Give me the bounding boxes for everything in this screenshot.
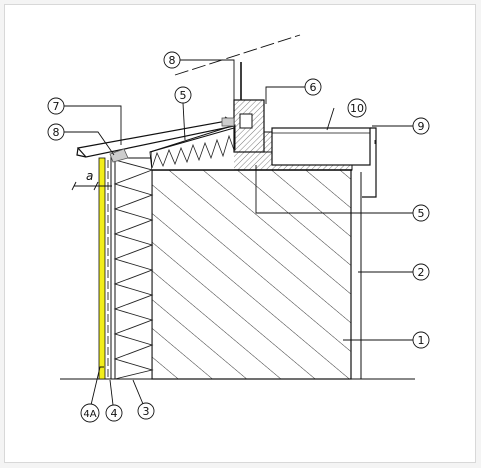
inner-window-sill: [271, 127, 371, 166]
callout-4: 4: [105, 404, 123, 422]
svg-text:3: 3: [143, 405, 150, 418]
svg-text:1: 1: [418, 334, 425, 347]
callout-8-top: 8: [163, 51, 181, 69]
insulation-zigzag: [113, 159, 154, 380]
svg-text:9: 9: [418, 120, 425, 133]
leader-4: [109, 379, 114, 406]
svg-text:10: 10: [350, 102, 364, 115]
finish-render-yellow: [98, 157, 106, 380]
inner-sill-nose: [362, 127, 377, 198]
dimension-label: a: [86, 169, 93, 183]
leader-8-left: [63, 131, 115, 156]
leader-6: [265, 86, 305, 104]
svg-text:2: 2: [418, 266, 425, 279]
sill-insulation-zigzag-2: [151, 134, 235, 169]
svg-text:7: 7: [53, 100, 60, 113]
svg-text:6: 6: [310, 81, 317, 94]
outer-sill-drip: [76, 147, 87, 158]
callout-6: 6: [304, 78, 322, 96]
sealant-tape-outer: [109, 148, 129, 163]
callout-3: 3: [137, 402, 155, 420]
svg-text:5: 5: [418, 207, 425, 220]
dimension-tick-2: [93, 181, 99, 191]
leader-4a: [90, 366, 104, 406]
sill-screed-mask: [152, 152, 234, 170]
window-frame-line: [174, 34, 301, 76]
callout-4a: 4A: [80, 403, 100, 423]
dimension-tick-1: [71, 181, 77, 191]
callout-10: 10: [347, 98, 367, 118]
callout-8-left: 8: [47, 123, 65, 141]
callout-7: 7: [47, 97, 65, 115]
svg-text:5: 5: [180, 89, 187, 102]
callout-2: 2: [412, 263, 430, 281]
masonry-wall: [151, 169, 352, 380]
leader-3: [132, 379, 144, 405]
leader-7: [63, 105, 122, 145]
callout-9: 9: [412, 117, 430, 135]
sill-insulation-top: [149, 127, 235, 153]
svg-text:8: 8: [169, 54, 176, 67]
leader-10-line: [326, 107, 335, 131]
callout-5-top: 5: [174, 86, 192, 104]
svg-text:8: 8: [53, 126, 60, 139]
leader-lines: [63, 59, 413, 406]
sealant-tape-inner: [221, 117, 235, 127]
callout-1: 1: [412, 331, 430, 349]
leader-8-top: [180, 59, 235, 118]
leader-5-right: [255, 165, 413, 214]
svg-text:4A: 4A: [83, 409, 96, 420]
svg-text:4: 4: [111, 407, 118, 420]
leader-5-top: [182, 102, 186, 141]
window-frame-inner: [239, 113, 253, 129]
callout-5-right: 5: [412, 204, 430, 222]
